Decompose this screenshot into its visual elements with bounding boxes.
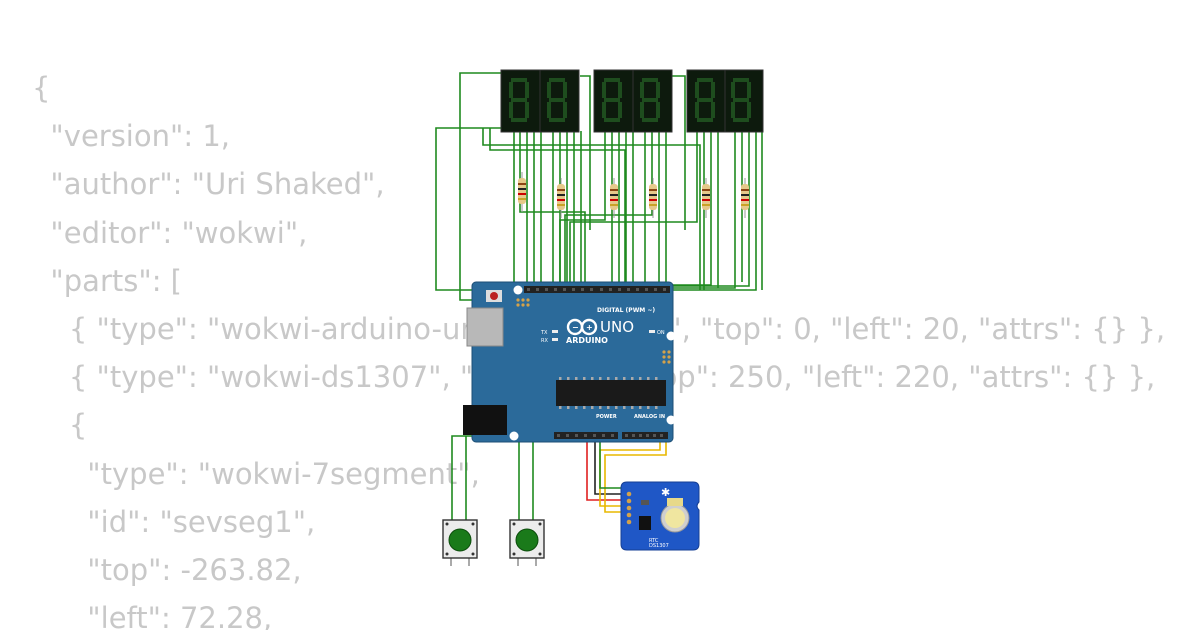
rtc-crystal bbox=[641, 500, 649, 505]
power-jack bbox=[463, 405, 507, 435]
rtc-chip bbox=[639, 516, 651, 530]
wire[interactable] bbox=[451, 435, 555, 522]
resistor[interactable] bbox=[741, 178, 749, 218]
atmega-chip bbox=[556, 380, 666, 406]
seven-segment-display[interactable] bbox=[500, 69, 580, 133]
resistor[interactable] bbox=[518, 172, 526, 212]
seven-segment-display[interactable] bbox=[593, 69, 673, 133]
digital-header[interactable] bbox=[524, 286, 670, 293]
svg-text:−: − bbox=[572, 323, 579, 332]
rtc-label: RTC bbox=[649, 538, 659, 544]
push-button[interactable] bbox=[442, 519, 478, 566]
code-line: { bbox=[32, 71, 51, 105]
wire[interactable] bbox=[435, 127, 520, 291]
wire[interactable] bbox=[569, 131, 698, 290]
ds1307-rtc-module[interactable]: ✱ RTC DS1307 bbox=[620, 481, 700, 551]
code-line: "id": "sevseg1", bbox=[32, 504, 316, 539]
mount-hole bbox=[509, 431, 519, 441]
icsp-header bbox=[516, 298, 530, 307]
arduino-logo: − + bbox=[566, 318, 598, 336]
resistor[interactable] bbox=[557, 178, 565, 218]
resistor[interactable] bbox=[610, 178, 618, 218]
code-line: "author": "Uri Shaked", bbox=[32, 167, 385, 202]
code-line: { bbox=[32, 408, 88, 443]
seven-segment-display[interactable] bbox=[686, 69, 764, 133]
uno-logo-text: UNO bbox=[600, 318, 634, 336]
push-button[interactable] bbox=[509, 519, 545, 566]
mount-hole bbox=[666, 415, 676, 425]
battery-clip bbox=[667, 498, 683, 506]
icsp-header-2 bbox=[662, 350, 671, 364]
rtc-chip-label: DS1307 bbox=[649, 543, 669, 549]
digital-label: DIGITAL (PWM ~) bbox=[597, 307, 655, 314]
wire[interactable] bbox=[482, 128, 701, 290]
rtc-pins bbox=[626, 491, 632, 525]
on-label: ON bbox=[657, 330, 665, 336]
wire[interactable] bbox=[564, 131, 653, 290]
wire[interactable] bbox=[459, 72, 505, 301]
resistor[interactable] bbox=[702, 178, 710, 218]
rx-led bbox=[552, 338, 558, 341]
mount-hole bbox=[513, 285, 523, 295]
wire-red[interactable] bbox=[586, 420, 622, 501]
code-line: "parts": [ bbox=[32, 263, 182, 298]
tx-led bbox=[552, 330, 558, 333]
star-icon: ✱ bbox=[661, 486, 670, 499]
arduino-uno-board[interactable]: DIGITAL (PWM ~) − + UNO ARDUINO TX RX bbox=[463, 281, 676, 443]
seven-segment-displays bbox=[500, 69, 764, 133]
analog-label: ANALOG IN bbox=[634, 414, 665, 420]
code-line: "version": 1, bbox=[32, 119, 230, 154]
wire[interactable] bbox=[580, 75, 591, 230]
analog-header[interactable] bbox=[622, 432, 668, 439]
reset-button-cap bbox=[490, 292, 498, 300]
mount-hole bbox=[666, 331, 676, 341]
svg-text:+: + bbox=[586, 323, 593, 332]
wire-black[interactable] bbox=[594, 420, 622, 495]
arduino-brand-text: ARDUINO bbox=[566, 336, 608, 345]
wire[interactable] bbox=[489, 128, 626, 290]
wire-green[interactable] bbox=[599, 420, 622, 489]
resistor[interactable] bbox=[649, 178, 657, 218]
code-line: "editor": "wokwi", bbox=[32, 215, 308, 250]
resistors bbox=[518, 172, 749, 218]
power-label: POWER bbox=[596, 414, 617, 420]
usb-port bbox=[466, 307, 504, 347]
code-line: "top": -263.82, bbox=[32, 553, 302, 588]
code-line: "type": "wokwi-7segment", bbox=[32, 456, 480, 491]
wire[interactable] bbox=[610, 131, 757, 291]
code-line: "left": 72.28, bbox=[32, 601, 273, 630]
wires bbox=[435, 72, 763, 522]
rx-label: RX bbox=[541, 338, 548, 344]
power-led bbox=[649, 330, 655, 333]
wire[interactable] bbox=[600, 131, 750, 287]
wire-yellow[interactable] bbox=[604, 420, 667, 513]
battery-icon bbox=[665, 508, 685, 528]
wire[interactable] bbox=[559, 131, 606, 290]
tx-label: TX bbox=[540, 330, 548, 336]
